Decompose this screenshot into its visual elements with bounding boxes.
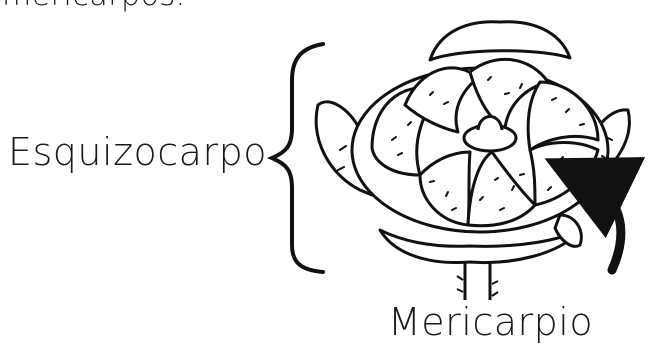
curly-brace [272,44,323,272]
stem [457,262,498,300]
